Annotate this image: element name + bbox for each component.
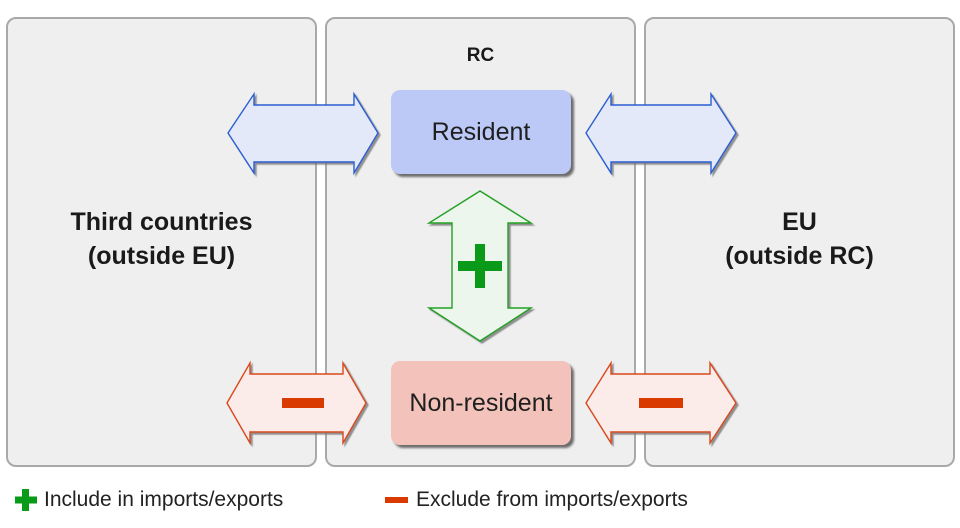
eu-subtitle: (outside RC) [725,242,874,270]
non-resident-label: Non-resident [409,388,553,417]
resident-node: Resident [391,90,571,174]
minus-icon [282,398,324,408]
plus-icon [458,244,502,288]
third-countries-subtitle: (outside EU) [87,242,236,270]
panel-third-countries: Third countries (outside EU) [6,17,317,467]
legend-exclude: Exclude from imports/exports [384,488,688,512]
panel-eu: EU (outside RC) [644,17,955,467]
arrow-resident-third-countries [227,91,379,176]
eu-title: EU [782,208,817,236]
plus-icon [15,489,37,511]
minus-icon [639,398,683,408]
third-countries-label: Third countries (outside EU) [8,205,315,273]
third-countries-title: Third countries [70,208,253,236]
eu-label: EU (outside RC) [646,205,953,273]
resident-label: Resident [431,117,531,146]
rc-title: RC [466,45,495,66]
legend-include: Include in imports/exports [14,488,283,512]
legend-include-label: Include in imports/exports [44,488,284,511]
legend-exclude-label: Exclude from imports/exports [416,488,688,511]
minus-icon [385,497,408,503]
arrow-resident-eu [585,91,737,176]
non-resident-node: Non-resident [391,361,571,445]
